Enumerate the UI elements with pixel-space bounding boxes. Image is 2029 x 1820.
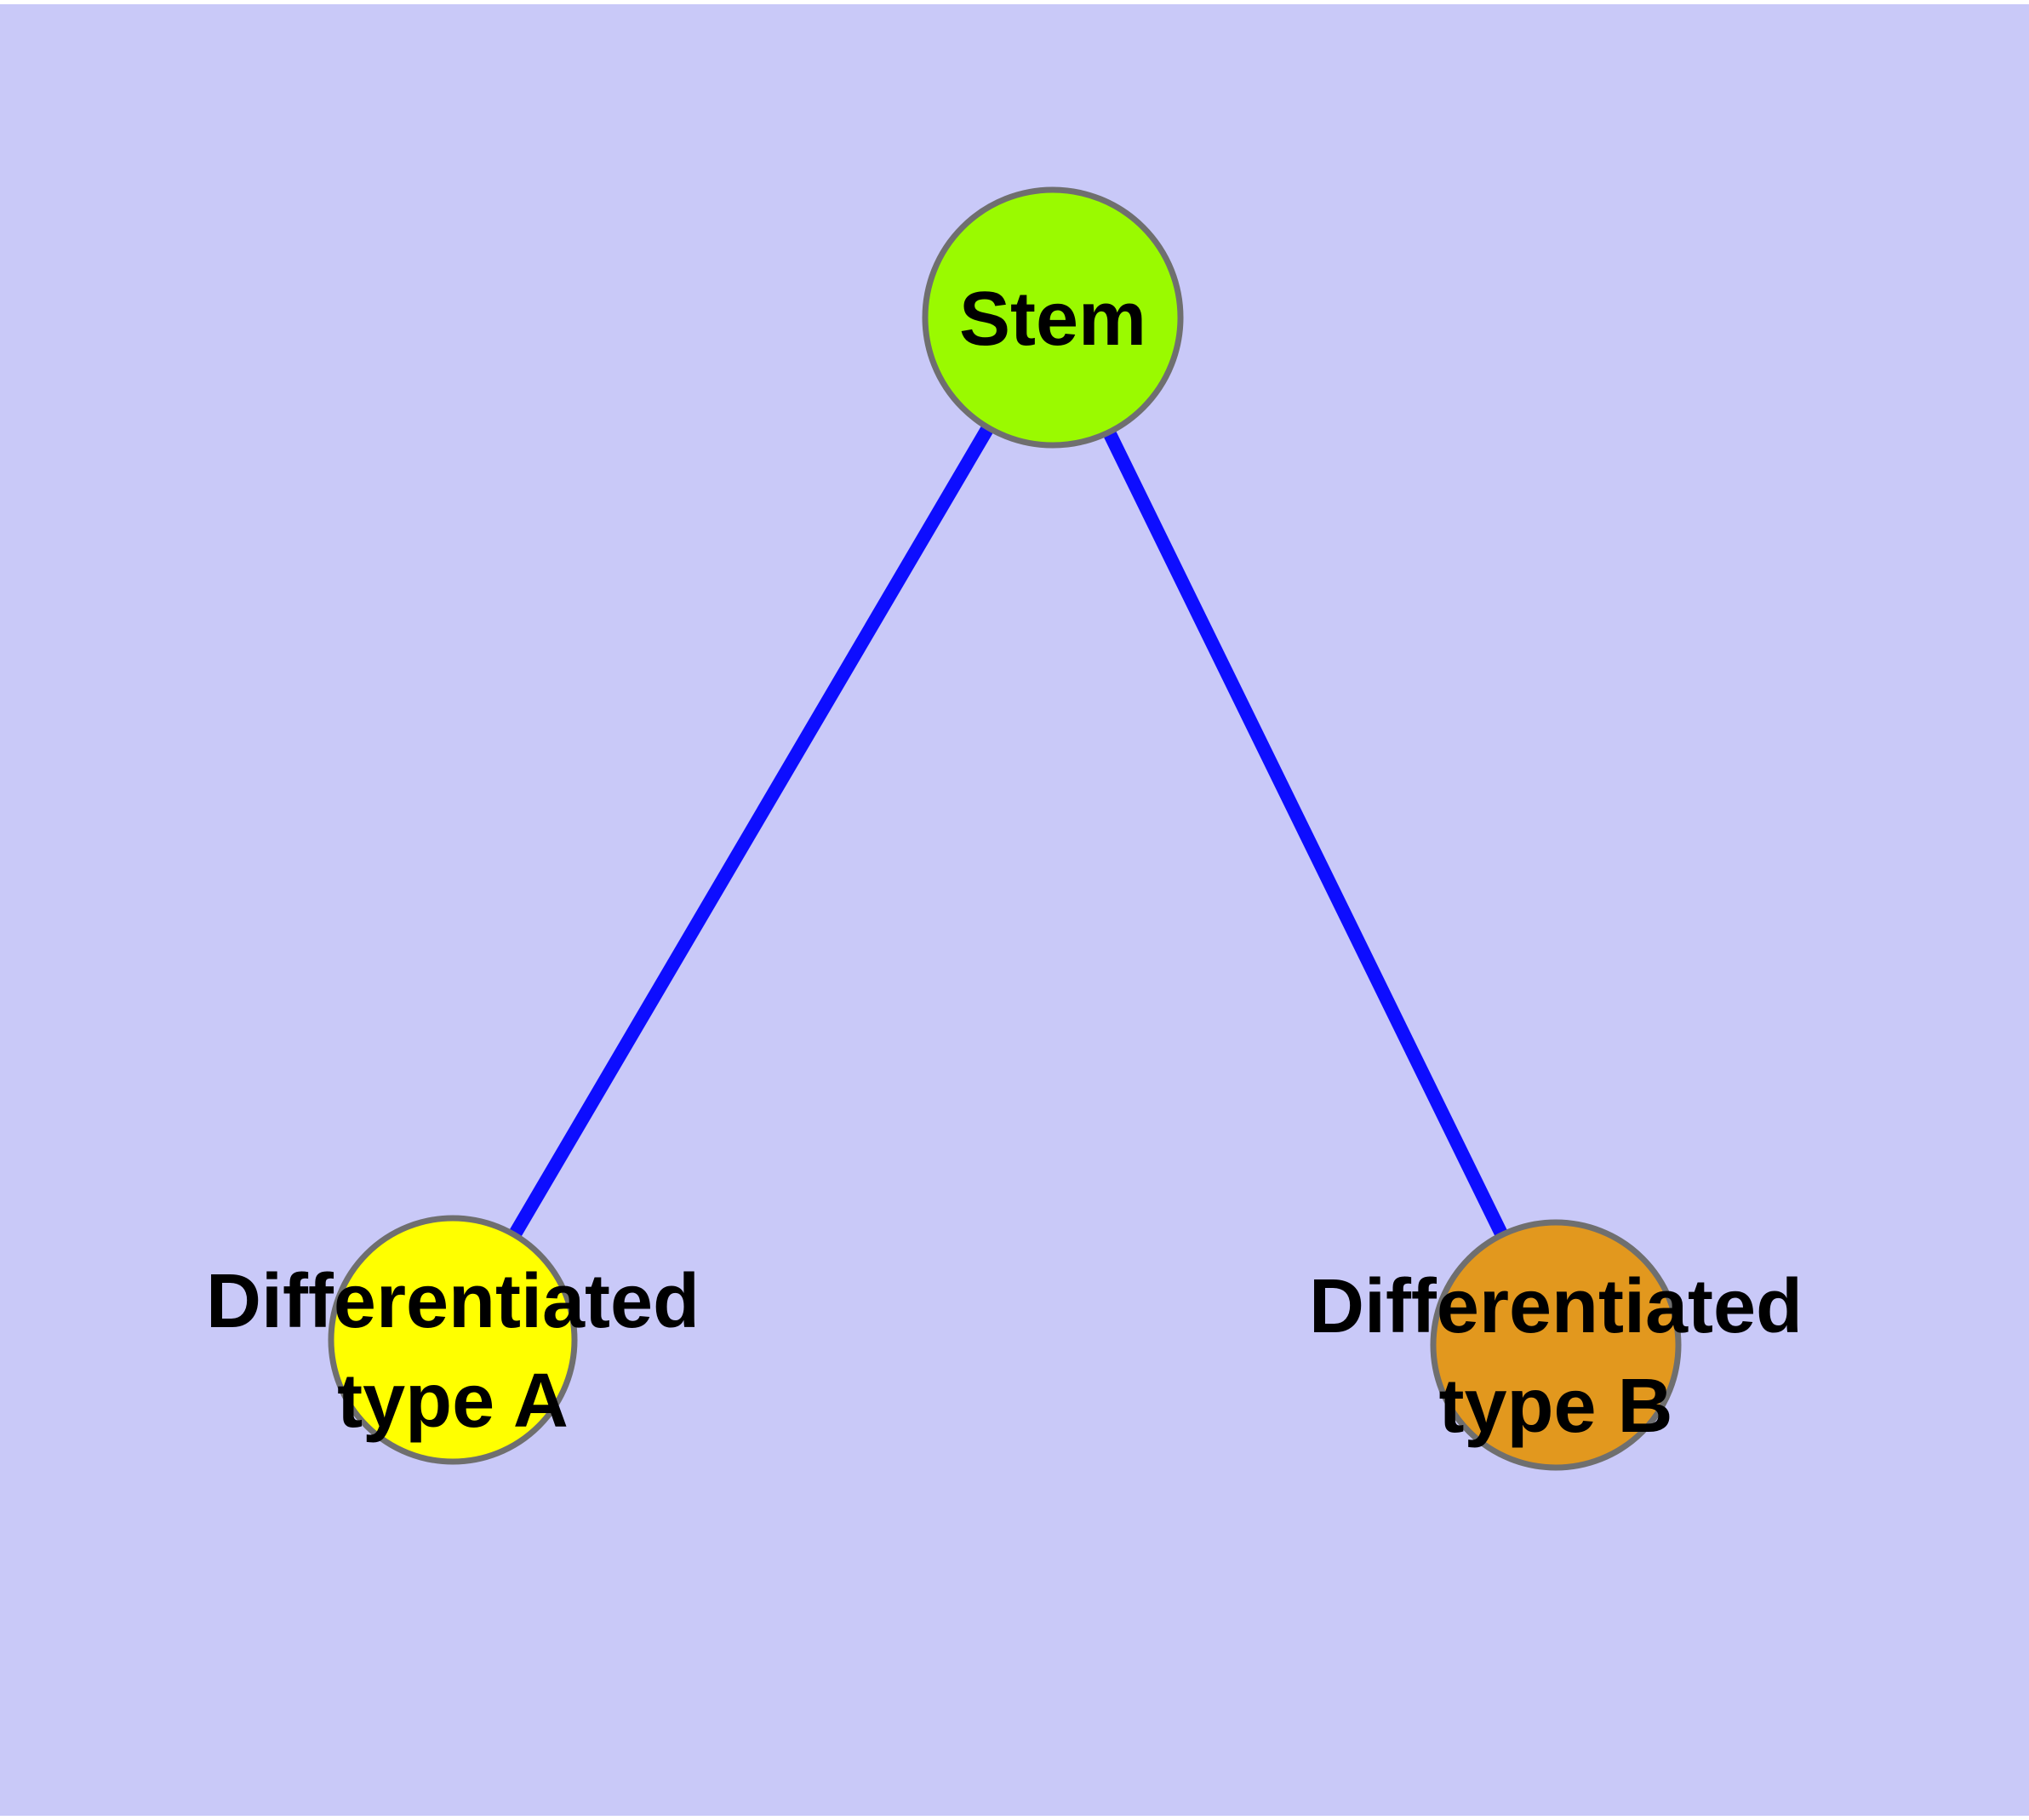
node-circle-stem: [922, 186, 1184, 449]
node-label-line: Stem: [959, 277, 1146, 362]
node-circle-type-a: [328, 1215, 578, 1465]
node-label-stem: Stem: [959, 277, 1146, 362]
node-label-type-b: Differentiated type B: [1309, 1264, 1803, 1449]
node-circle-type-b: [1430, 1219, 1682, 1471]
node-label-line: Differentiated: [1309, 1264, 1803, 1349]
node-label-type-a: Differentiated type A: [206, 1259, 700, 1444]
node-label-line: type B: [1438, 1364, 1672, 1449]
edge-stem-type-b: [1046, 314, 1563, 1348]
edge-stem-type-a: [447, 313, 1059, 1344]
node-label-line: Differentiated: [206, 1259, 700, 1344]
node-label-line: type A: [337, 1359, 569, 1444]
